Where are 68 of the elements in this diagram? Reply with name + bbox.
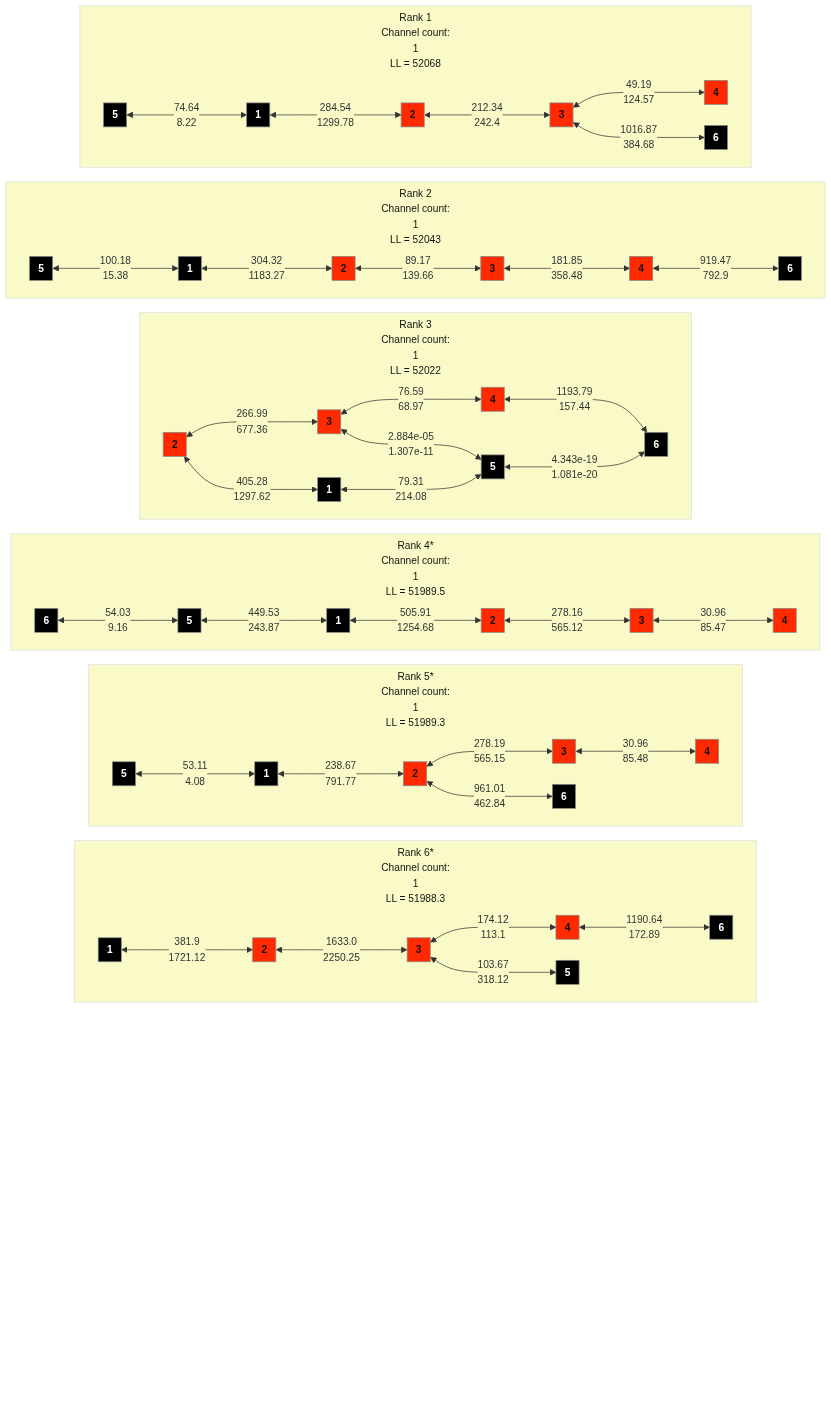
node-box: 3 xyxy=(549,102,574,128)
node-box: 5 xyxy=(112,761,136,787)
edge-label: 76.59 68.97 xyxy=(398,385,424,413)
node-box: 4 xyxy=(480,386,505,412)
node-box: 1 xyxy=(97,937,122,963)
node-box: 5 xyxy=(29,256,53,281)
edge-label: 1016.87 384.68 xyxy=(620,123,658,151)
edge-label: 919.47 792.9 xyxy=(700,254,732,282)
edge-label: 1193.79 157.44 xyxy=(556,385,593,413)
node-box: 4 xyxy=(704,80,728,105)
node-box: 4 xyxy=(772,607,797,633)
edge-label: 238.67 791.77 xyxy=(325,759,357,787)
edge-label: 284.54 1299.78 xyxy=(317,101,354,128)
edge-label: 1633.0 2250.25 xyxy=(323,935,360,963)
node-box: 5 xyxy=(177,607,202,633)
node-box: 2 xyxy=(162,431,187,457)
edge-label: 79.31 214.08 xyxy=(395,475,427,503)
edge-label: 961.01 462.84 xyxy=(473,782,506,810)
node-box: 1 xyxy=(326,607,351,633)
edge-label: 449.53 243.87 xyxy=(248,606,280,634)
node-box: 6 xyxy=(34,607,59,633)
node-box: 1 xyxy=(177,256,202,281)
node-box: 6 xyxy=(704,125,728,150)
node-box: 2 xyxy=(400,102,425,128)
edge-label: 174.12 113.1 xyxy=(477,913,509,941)
node-box: 3 xyxy=(317,409,342,435)
edge-label: 49.19 124.57 xyxy=(623,78,655,106)
edge-label: 53.11 4.08 xyxy=(182,759,208,787)
edge-label: 381.9 1721.12 xyxy=(168,935,206,963)
edge-label: 278.16 565.12 xyxy=(551,606,583,634)
node-box: 2 xyxy=(403,761,428,787)
node-box: 6 xyxy=(709,914,734,940)
edge-label: 278.19 565.15 xyxy=(473,737,506,765)
edge-label: 212.34 242.4 xyxy=(471,101,503,128)
node-box: 2 xyxy=(252,937,277,963)
node-box: 6 xyxy=(778,256,802,281)
node-box: 1 xyxy=(254,761,279,787)
node-box: 5 xyxy=(555,959,580,985)
node-box: 3 xyxy=(480,256,505,281)
node-box: 2 xyxy=(480,607,505,633)
node-box: 2 xyxy=(331,256,356,281)
node-box: 1 xyxy=(317,477,342,502)
edge-label: 89.17 139.66 xyxy=(402,254,434,282)
edge-label: 103.67 318.12 xyxy=(477,958,509,986)
edge-label: 304.32 1183.27 xyxy=(248,254,285,282)
edge-label: 405.28 1297.62 xyxy=(233,475,271,503)
node-box: 6 xyxy=(644,431,669,457)
node-box: 3 xyxy=(552,738,576,764)
node-box: 4 xyxy=(555,914,580,940)
node-box: 6 xyxy=(552,783,576,809)
edge-label: 74.64 8.22 xyxy=(173,101,200,128)
edge-label: 30.96 85.48 xyxy=(622,737,649,765)
edge-label: 266.99 677.36 xyxy=(236,407,268,435)
edge-label: 100.18 15.38 xyxy=(99,254,131,282)
edge-label: 505.91 1254.68 xyxy=(397,606,434,634)
node-box: 4 xyxy=(629,256,654,281)
edge-label: 1190.64 172.89 xyxy=(626,913,663,941)
edge-label: 2.884e-05 1.307e-11 xyxy=(388,430,434,458)
edge-label: 4.343e-19 1.081e-20 xyxy=(551,453,598,480)
node-box: 3 xyxy=(406,937,431,963)
node-box: 5 xyxy=(480,454,505,480)
node-box: 5 xyxy=(103,102,127,128)
node-box: 1 xyxy=(246,102,271,128)
node-box: 3 xyxy=(629,607,654,633)
edge-label: 54.03 9.16 xyxy=(105,606,131,634)
node-box: 4 xyxy=(695,738,719,764)
edge-label: 181.85 358.48 xyxy=(551,254,583,282)
edge-label: 30.96 85.47 xyxy=(700,606,726,634)
